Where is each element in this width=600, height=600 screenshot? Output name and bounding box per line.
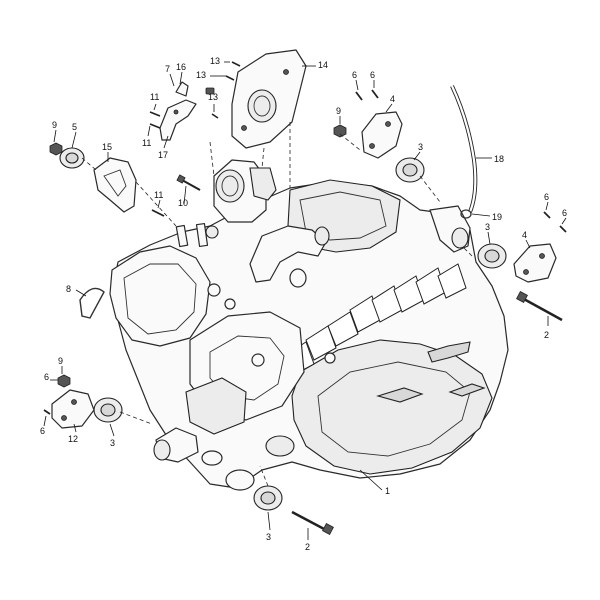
callout-14: 14 <box>318 60 328 70</box>
callout-2-right: 2 <box>544 330 549 340</box>
mount-bracket-15 <box>93 157 137 213</box>
callout-6-c: 6 <box>544 192 549 202</box>
callout-13-a: 13 <box>210 56 220 66</box>
hose-18 <box>450 85 478 213</box>
callout-3-upper: 3 <box>418 142 423 152</box>
rubber-mount-3-right <box>477 243 507 269</box>
callout-5: 5 <box>72 122 77 132</box>
callout-19: 19 <box>492 212 502 222</box>
clip-8 <box>79 287 105 319</box>
callout-11-b: 11 <box>142 138 151 148</box>
callout-3-right: 3 <box>485 222 490 232</box>
callouts: 1 2 2 3 3 3 3 4 4 5 6 6 6 6 6 6 7 8 9 9 … <box>40 56 567 552</box>
callout-3-left: 3 <box>110 438 115 448</box>
callout-9-a: 9 <box>52 120 57 130</box>
callout-2-bottom: 2 <box>305 542 310 552</box>
callout-8: 8 <box>66 284 71 294</box>
leader-lines <box>43 61 567 540</box>
callout-6-f: 6 <box>40 426 45 436</box>
callout-1: 1 <box>385 486 390 496</box>
rubber-mount-3-bottom <box>253 485 283 511</box>
bracket-4-upper <box>361 111 403 159</box>
callout-6-b: 6 <box>370 70 375 80</box>
callout-13-b: 13 <box>196 70 206 80</box>
callout-11-a: 11 <box>150 92 159 102</box>
callout-7: 7 <box>165 64 170 74</box>
callout-3-bottom: 3 <box>266 532 271 542</box>
callout-6-d: 6 <box>562 208 567 218</box>
callout-13-c: 13 <box>208 92 218 102</box>
bolt-2-bottom <box>291 510 334 535</box>
engine-assembly <box>109 179 509 491</box>
callout-18: 18 <box>494 154 504 164</box>
callout-17: 17 <box>158 150 168 160</box>
bolts-13 <box>211 61 241 119</box>
callout-4-upper: 4 <box>390 94 395 104</box>
callout-6-a: 6 <box>352 70 357 80</box>
rubber-mount-3-upper <box>395 157 425 183</box>
callout-12: 12 <box>68 434 78 444</box>
rubber-mount-5 <box>59 147 85 169</box>
bolts-11 <box>149 111 165 217</box>
bracket-12 <box>51 389 95 429</box>
callout-9-b: 9 <box>336 106 341 116</box>
callout-4-right: 4 <box>522 230 527 240</box>
bolt-10 <box>176 174 201 191</box>
heat-shield-14 <box>231 49 307 149</box>
alignment-lines <box>81 122 473 487</box>
clamp-19 <box>460 209 472 219</box>
callout-11-c: 11 <box>154 190 163 200</box>
throttle-body <box>213 159 277 223</box>
callout-10: 10 <box>178 198 188 208</box>
callout-15: 15 <box>102 142 112 152</box>
bracket-4-right <box>513 243 557 283</box>
callout-16: 16 <box>176 62 186 72</box>
callout-9-c: 9 <box>58 356 63 366</box>
rubber-mount-3-left <box>93 397 123 423</box>
nuts-9 <box>49 124 347 388</box>
bolt-2-right <box>516 291 563 322</box>
bracket-17 <box>159 81 215 141</box>
callout-6-e: 6 <box>44 372 49 382</box>
